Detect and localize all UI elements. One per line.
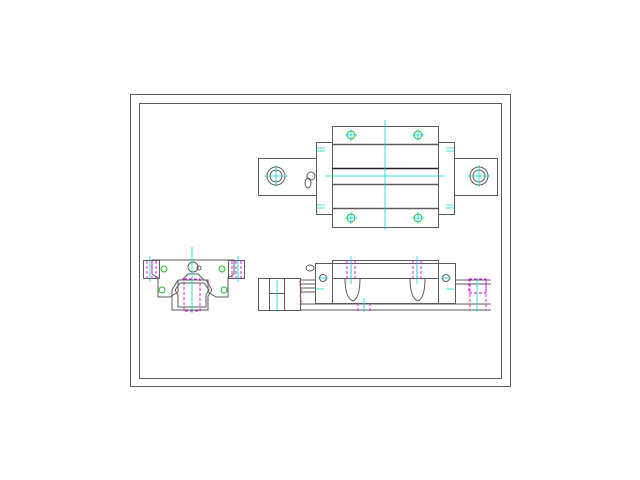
drawing-frame — [130, 94, 511, 387]
carriage-side — [315, 263, 456, 304]
grease-nipple-icon — [305, 264, 315, 272]
centerlines — [317, 120, 454, 230]
end-cap-left — [316, 142, 333, 215]
outer-border — [130, 94, 511, 387]
flange-right — [228, 260, 245, 279]
end-cap-right — [438, 142, 455, 215]
front-view — [143, 247, 245, 313]
carriage-body — [332, 126, 439, 228]
rail-end — [258, 278, 301, 311]
grease-nipple-icon — [304, 171, 316, 189]
inner-border — [139, 103, 502, 379]
flange-left — [143, 260, 160, 279]
mounting-holes — [345, 129, 424, 224]
side-view — [258, 256, 491, 312]
rail-bolt-holes — [265, 165, 490, 187]
rail-right — [454, 158, 498, 196]
top-view — [258, 120, 498, 230]
